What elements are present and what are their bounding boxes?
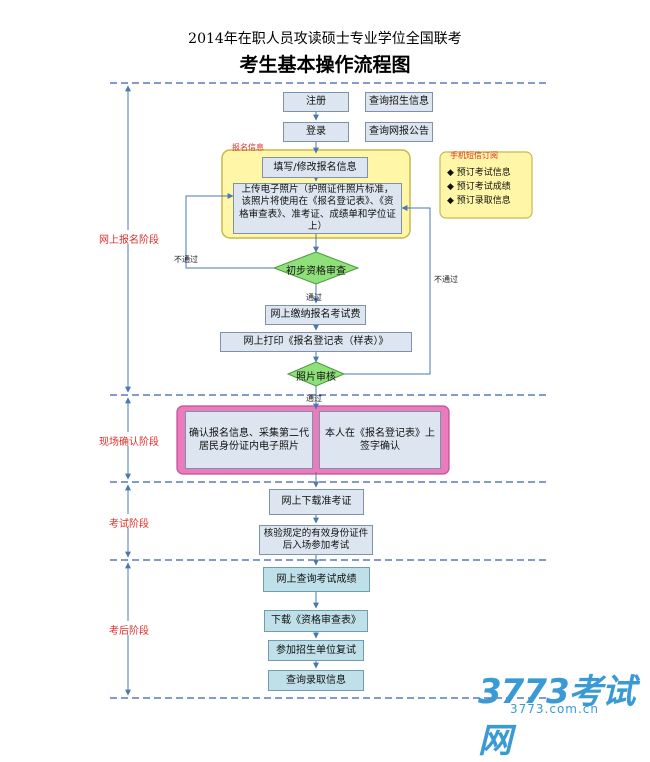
pay-fee-box: 网上缴纳报名考试费 xyxy=(265,305,366,325)
pass-label-1: 通过 xyxy=(306,293,322,302)
stage-label-online: 网上报名阶段 xyxy=(99,235,159,246)
sms-subscription-group xyxy=(439,151,533,219)
download-review-form-box: 下载《资格审查表》 xyxy=(264,610,368,632)
query-admission-box: 查询录取信息 xyxy=(268,670,364,691)
sms-item: ◆ 预订考试成绩 xyxy=(447,182,511,192)
retest-box: 参加招生单位复试 xyxy=(268,640,364,661)
stage-label-exam: 考试阶段 xyxy=(109,519,149,530)
stage-label-after: 考后阶段 xyxy=(109,626,149,637)
page-subtitle: 考生基本操作流程图 xyxy=(239,54,411,76)
stage-label-onsite: 现场确认阶段 xyxy=(99,437,159,448)
query-info-box: 查询招生信息 xyxy=(365,92,433,112)
register-box: 注册 xyxy=(283,92,349,112)
sms-item: ◆ 预订考试信息 xyxy=(447,168,511,178)
fail-label-right: 不通过 xyxy=(434,275,458,284)
sms-title: 手机短信订阅 xyxy=(450,151,498,160)
login-box: 登录 xyxy=(283,122,349,142)
query-score-box: 网上查询考试成绩 xyxy=(263,567,370,592)
print-form-box: 网上打印《报名登记表（样表）》 xyxy=(220,332,412,352)
initial-review-label: 初步资格审查 xyxy=(286,266,346,277)
pass-label-2: 通过 xyxy=(306,394,322,403)
confirm-info-box: 确认报名信息、采集第二代居民身份证内电子照片 xyxy=(185,411,313,469)
sms-item: ◆ 预订录取信息 xyxy=(447,196,511,206)
watermark-logo: 3773考试网 xyxy=(478,672,636,761)
sms-list: ◆ 预订考试信息 ◆ 预订考试成绩 ◆ 预订录取信息 xyxy=(447,166,531,208)
fill-info-box: 填写/修改报名信息 xyxy=(262,157,368,178)
page-title: 2014年在职人员攻读硕士专业学位全国联考 xyxy=(188,31,462,47)
photo-review-label: 照片审核 xyxy=(296,372,336,383)
photo-review-diamond xyxy=(286,361,346,387)
verify-id-box: 核验规定的有效身份证件后入场参加考试 xyxy=(259,525,373,555)
signup-group-label: 报名信息 xyxy=(232,143,264,152)
fail-label-left: 不通过 xyxy=(174,255,198,264)
upload-photo-box: 上传电子照片（护照证件照片标准，该照片将使用在《报名登记表》、《资格审查表》、准… xyxy=(233,183,402,234)
sign-confirm-box: 本人在《报名登记表》上签字确认 xyxy=(319,411,441,469)
initial-review-diamond xyxy=(272,251,360,285)
download-ticket-box: 网上下载准考证 xyxy=(269,489,364,515)
watermark-url: 3773.com.cn xyxy=(510,702,599,716)
query-notice-box: 查询网报公告 xyxy=(365,122,433,142)
